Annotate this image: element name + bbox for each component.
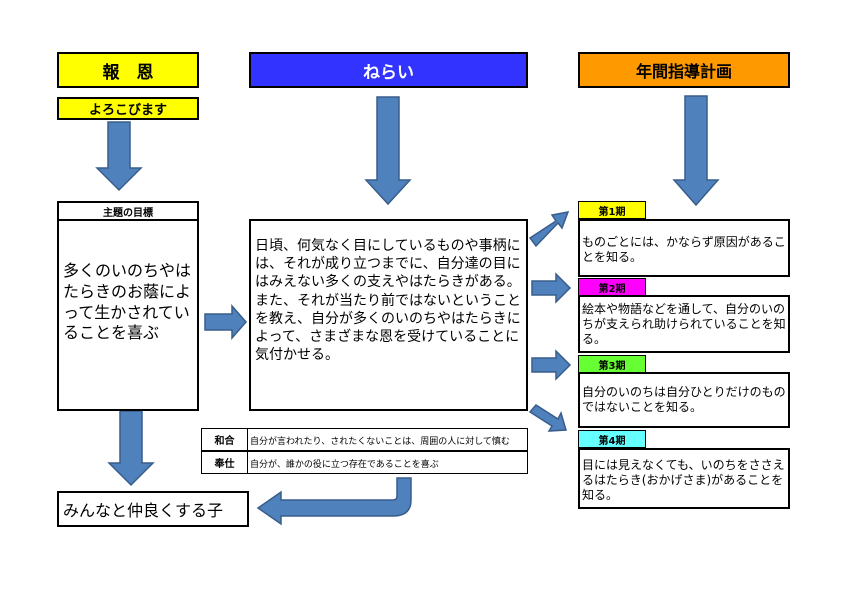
- theme-box: 多くのいのちやはたらきのお蔭によって生かされていることを喜ぶ: [57, 219, 199, 411]
- yorokobi-label: よろこびます: [57, 97, 199, 120]
- term2-text: 絵本や物語などを通して、自分のいのちが支えられ助けられていることを知る。: [582, 302, 786, 346]
- header-plan-label: 年間指導計画: [635, 62, 732, 81]
- header-plan: 年間指導計画: [578, 52, 790, 88]
- arrow-down-goal: [107, 410, 155, 487]
- arrow-to-term4: [528, 404, 567, 432]
- value-text-1: 自分が言われたり、されたくないことは、周囲の人に対して慎む: [250, 437, 510, 447]
- goal-text: みんなと仲良くする子: [63, 501, 224, 520]
- term4-label-text: 第4期: [598, 435, 626, 447]
- yorokobi-text: よろこびます: [88, 103, 167, 118]
- term4-box: 目には見えなくても、いのちをささえるはたらき(おかげさま)があることを知る。: [578, 448, 790, 509]
- aim-box: 日頃、何気なく目にしているものや事柄には、それが成り立つまでに、自分達の目にはみ…: [249, 219, 528, 411]
- arrow-to-term3: [531, 349, 572, 381]
- term1-text: ものごとには、かならず原因があることを知る。: [582, 235, 786, 264]
- theme-label-box: 主題の目標: [57, 201, 199, 221]
- term4-text: 目には見えなくても、いのちをささえるはたらき(おかげさま)があることを知る。: [582, 458, 785, 502]
- header-hoon: 報 恩: [57, 52, 199, 88]
- value-row-1: 和合 自分が言われたり、されたくないことは、周囲の人に対して慎む: [201, 428, 528, 451]
- theme-label: 主題の目標: [103, 207, 153, 219]
- header-nerai: ねらい: [249, 52, 528, 88]
- header-nerai-label: ねらい: [363, 62, 414, 83]
- term3-label-text: 第3期: [598, 360, 626, 372]
- term2-label: 第2期: [578, 278, 646, 296]
- term1-label-text: 第1期: [598, 206, 626, 218]
- arrow-down-right: [672, 95, 720, 207]
- term1-box: ものごとには、かならず原因があることを知る。: [578, 219, 790, 277]
- term3-box: 自分のいのちは自分ひとりだけのものではないことを知る。: [578, 372, 790, 428]
- term2-label-text: 第2期: [598, 283, 626, 295]
- term4-label: 第4期: [578, 430, 646, 448]
- aim-text: 日頃、何気なく目にしているものや事柄には、それが成り立つまでに、自分達の目にはみ…: [255, 238, 521, 364]
- goal-box: みんなと仲良くする子: [57, 491, 249, 527]
- term3-label: 第3期: [578, 355, 646, 373]
- arrow-down-left: [95, 121, 143, 192]
- arrow-right-theme: [204, 304, 247, 340]
- value-row-2: 奉仕 自分が、誰かの役に立つ存在であることを喜ぶ: [201, 451, 528, 474]
- value-text-2: 自分が、誰かの役に立つ存在であることを喜ぶ: [250, 460, 439, 470]
- arrow-to-term1: [528, 211, 570, 248]
- header-hoon-label: 報 恩: [102, 62, 154, 83]
- value-name-2: 奉仕: [202, 452, 248, 473]
- arrow-curve-goal: [256, 477, 412, 526]
- term2-box: 絵本や物語などを通して、自分のいのちが支えられ助けられていることを知る。: [578, 295, 790, 353]
- term3-text: 自分のいのちは自分ひとりだけのものではないことを知る。: [582, 385, 786, 414]
- term1-label: 第1期: [578, 201, 646, 219]
- arrow-to-term2: [531, 272, 572, 304]
- theme-text: 多くのいのちやはたらきのお蔭によって生かされていることを喜ぶ: [63, 261, 192, 343]
- value-name-1: 和合: [202, 429, 248, 450]
- arrow-down-center: [364, 96, 412, 206]
